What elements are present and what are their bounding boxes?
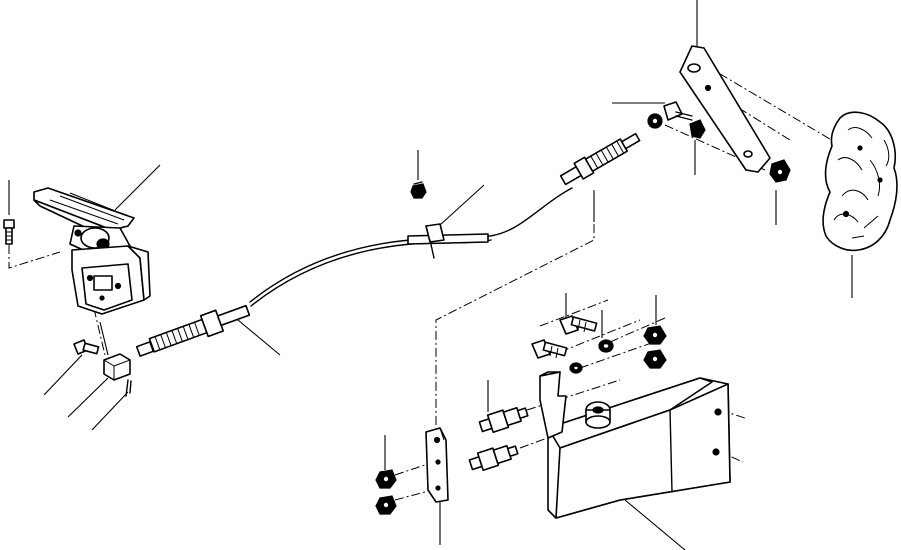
cable-adjusters — [468, 406, 529, 472]
stopper-bolts — [531, 315, 598, 359]
accelerator-pedal-assembly — [33, 187, 151, 315]
mounting-bracket — [539, 371, 731, 519]
clevis-bolt — [73, 339, 100, 355]
cable-clamp — [407, 223, 489, 259]
lock-nuts — [375, 325, 667, 515]
leader-lines — [8, 0, 853, 550]
lever-plate — [679, 45, 791, 183]
injection-pump — [822, 111, 898, 252]
clevis-block — [103, 353, 131, 381]
ball-joint — [647, 101, 693, 129]
cable-holder-plate — [425, 427, 449, 503]
cotter-pin — [125, 379, 132, 397]
clamp-nut — [410, 181, 427, 199]
pedal-mount-bolt — [3, 219, 15, 245]
